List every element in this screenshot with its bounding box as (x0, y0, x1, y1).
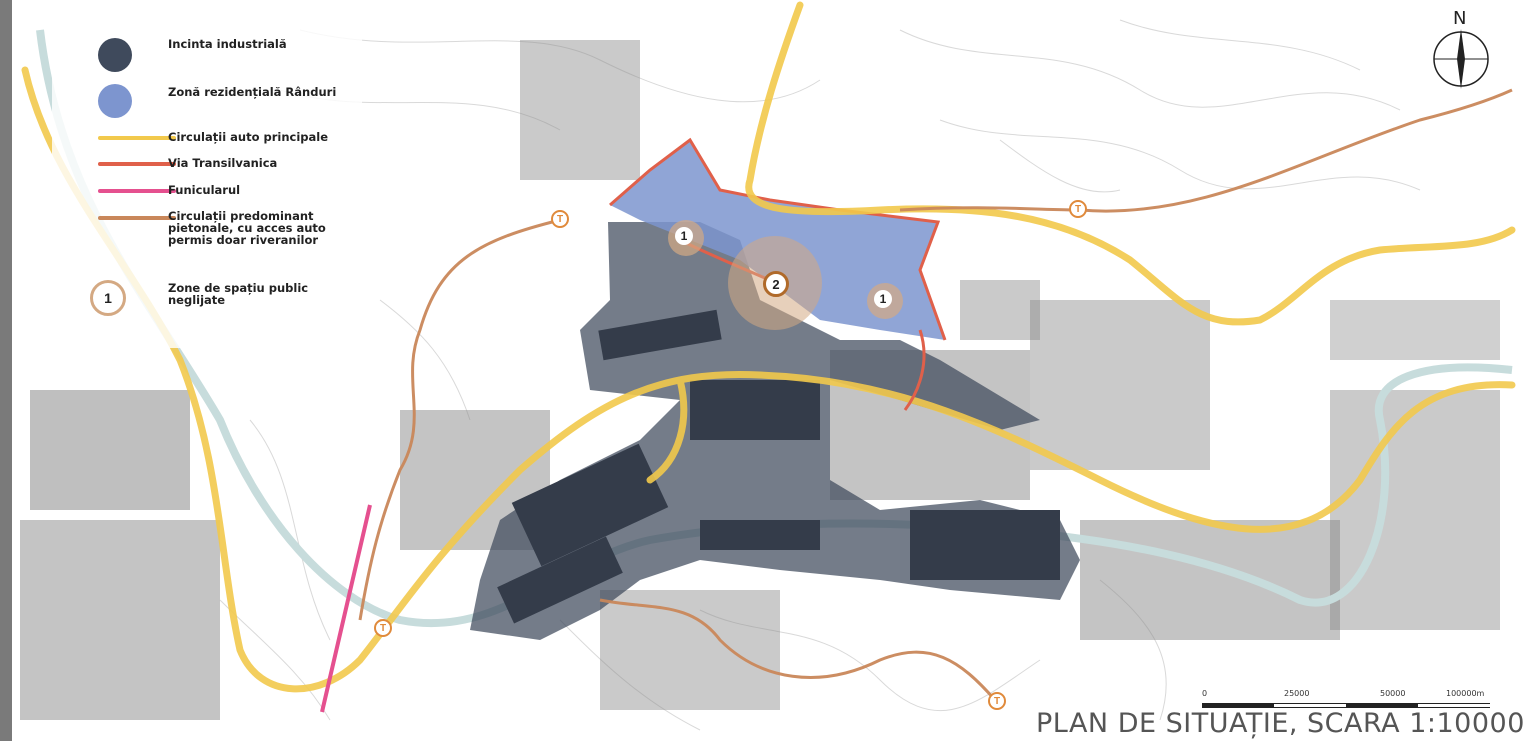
map-title: PLAN DE SITUAȚIE, SCARA 1:10000 (1036, 708, 1525, 739)
main-roads (21, 1, 1516, 693)
scale-bar-white (1418, 703, 1490, 708)
scale-label: 25000 (1284, 689, 1310, 698)
neglected-space-marker-1[interactable]: 1 (874, 290, 892, 308)
funicular-line-icon (98, 189, 176, 193)
residential-dot-icon (98, 84, 132, 118)
legend-label: Via Transilvanica (168, 156, 278, 170)
legend-label: Circulații auto principale (168, 130, 329, 144)
industrial-zone (470, 222, 1080, 640)
scale-bar: 0 25000 50000 100000m (1202, 678, 1490, 708)
legend-label: Zonă rezidențială Rânduri (168, 85, 337, 99)
via-transilvanica-line-icon (98, 162, 176, 166)
transit-stop-icon[interactable]: T (551, 210, 569, 228)
pedestrian-routes (358, 88, 1513, 701)
legend-label: Funicularul (168, 183, 241, 197)
neglected-space-badge-icon: 1 (90, 280, 126, 316)
north-arrow-graphic (1433, 29, 1489, 89)
contour-lines (219, 19, 1421, 731)
north-label: N (1453, 8, 1467, 29)
industrial-dot-icon (98, 38, 132, 72)
transit-stop-icon[interactable]: T (374, 619, 392, 637)
neglected-space-marker-1[interactable]: 1 (675, 227, 693, 245)
neglected-space-marker-2[interactable]: 2 (763, 271, 789, 297)
north-arrow: N (1431, 8, 1491, 88)
scale-bar-black (1202, 703, 1490, 708)
main-road-line-icon (98, 136, 176, 140)
legend-panel: Incinta industrială Zonă rezidențială Râ… (52, 8, 362, 348)
scale-label: 50000 (1380, 689, 1406, 698)
legend-label: Incinta industrială (168, 37, 287, 51)
pedestrian-line-icon (98, 216, 176, 220)
left-photo-strip (0, 0, 12, 741)
scale-label: 0 (1202, 689, 1208, 698)
scale-bar-white (1274, 703, 1346, 708)
funicular-line (320, 504, 372, 713)
transit-stop-icon[interactable]: T (1069, 200, 1087, 218)
transit-stop-icon[interactable]: T (988, 692, 1006, 710)
legend-label: Circulații predominant pietonale, cu acc… (168, 209, 326, 247)
legend-label: Zone de spațiu public neglijate (168, 281, 309, 307)
scale-label: 100000m (1446, 689, 1485, 698)
